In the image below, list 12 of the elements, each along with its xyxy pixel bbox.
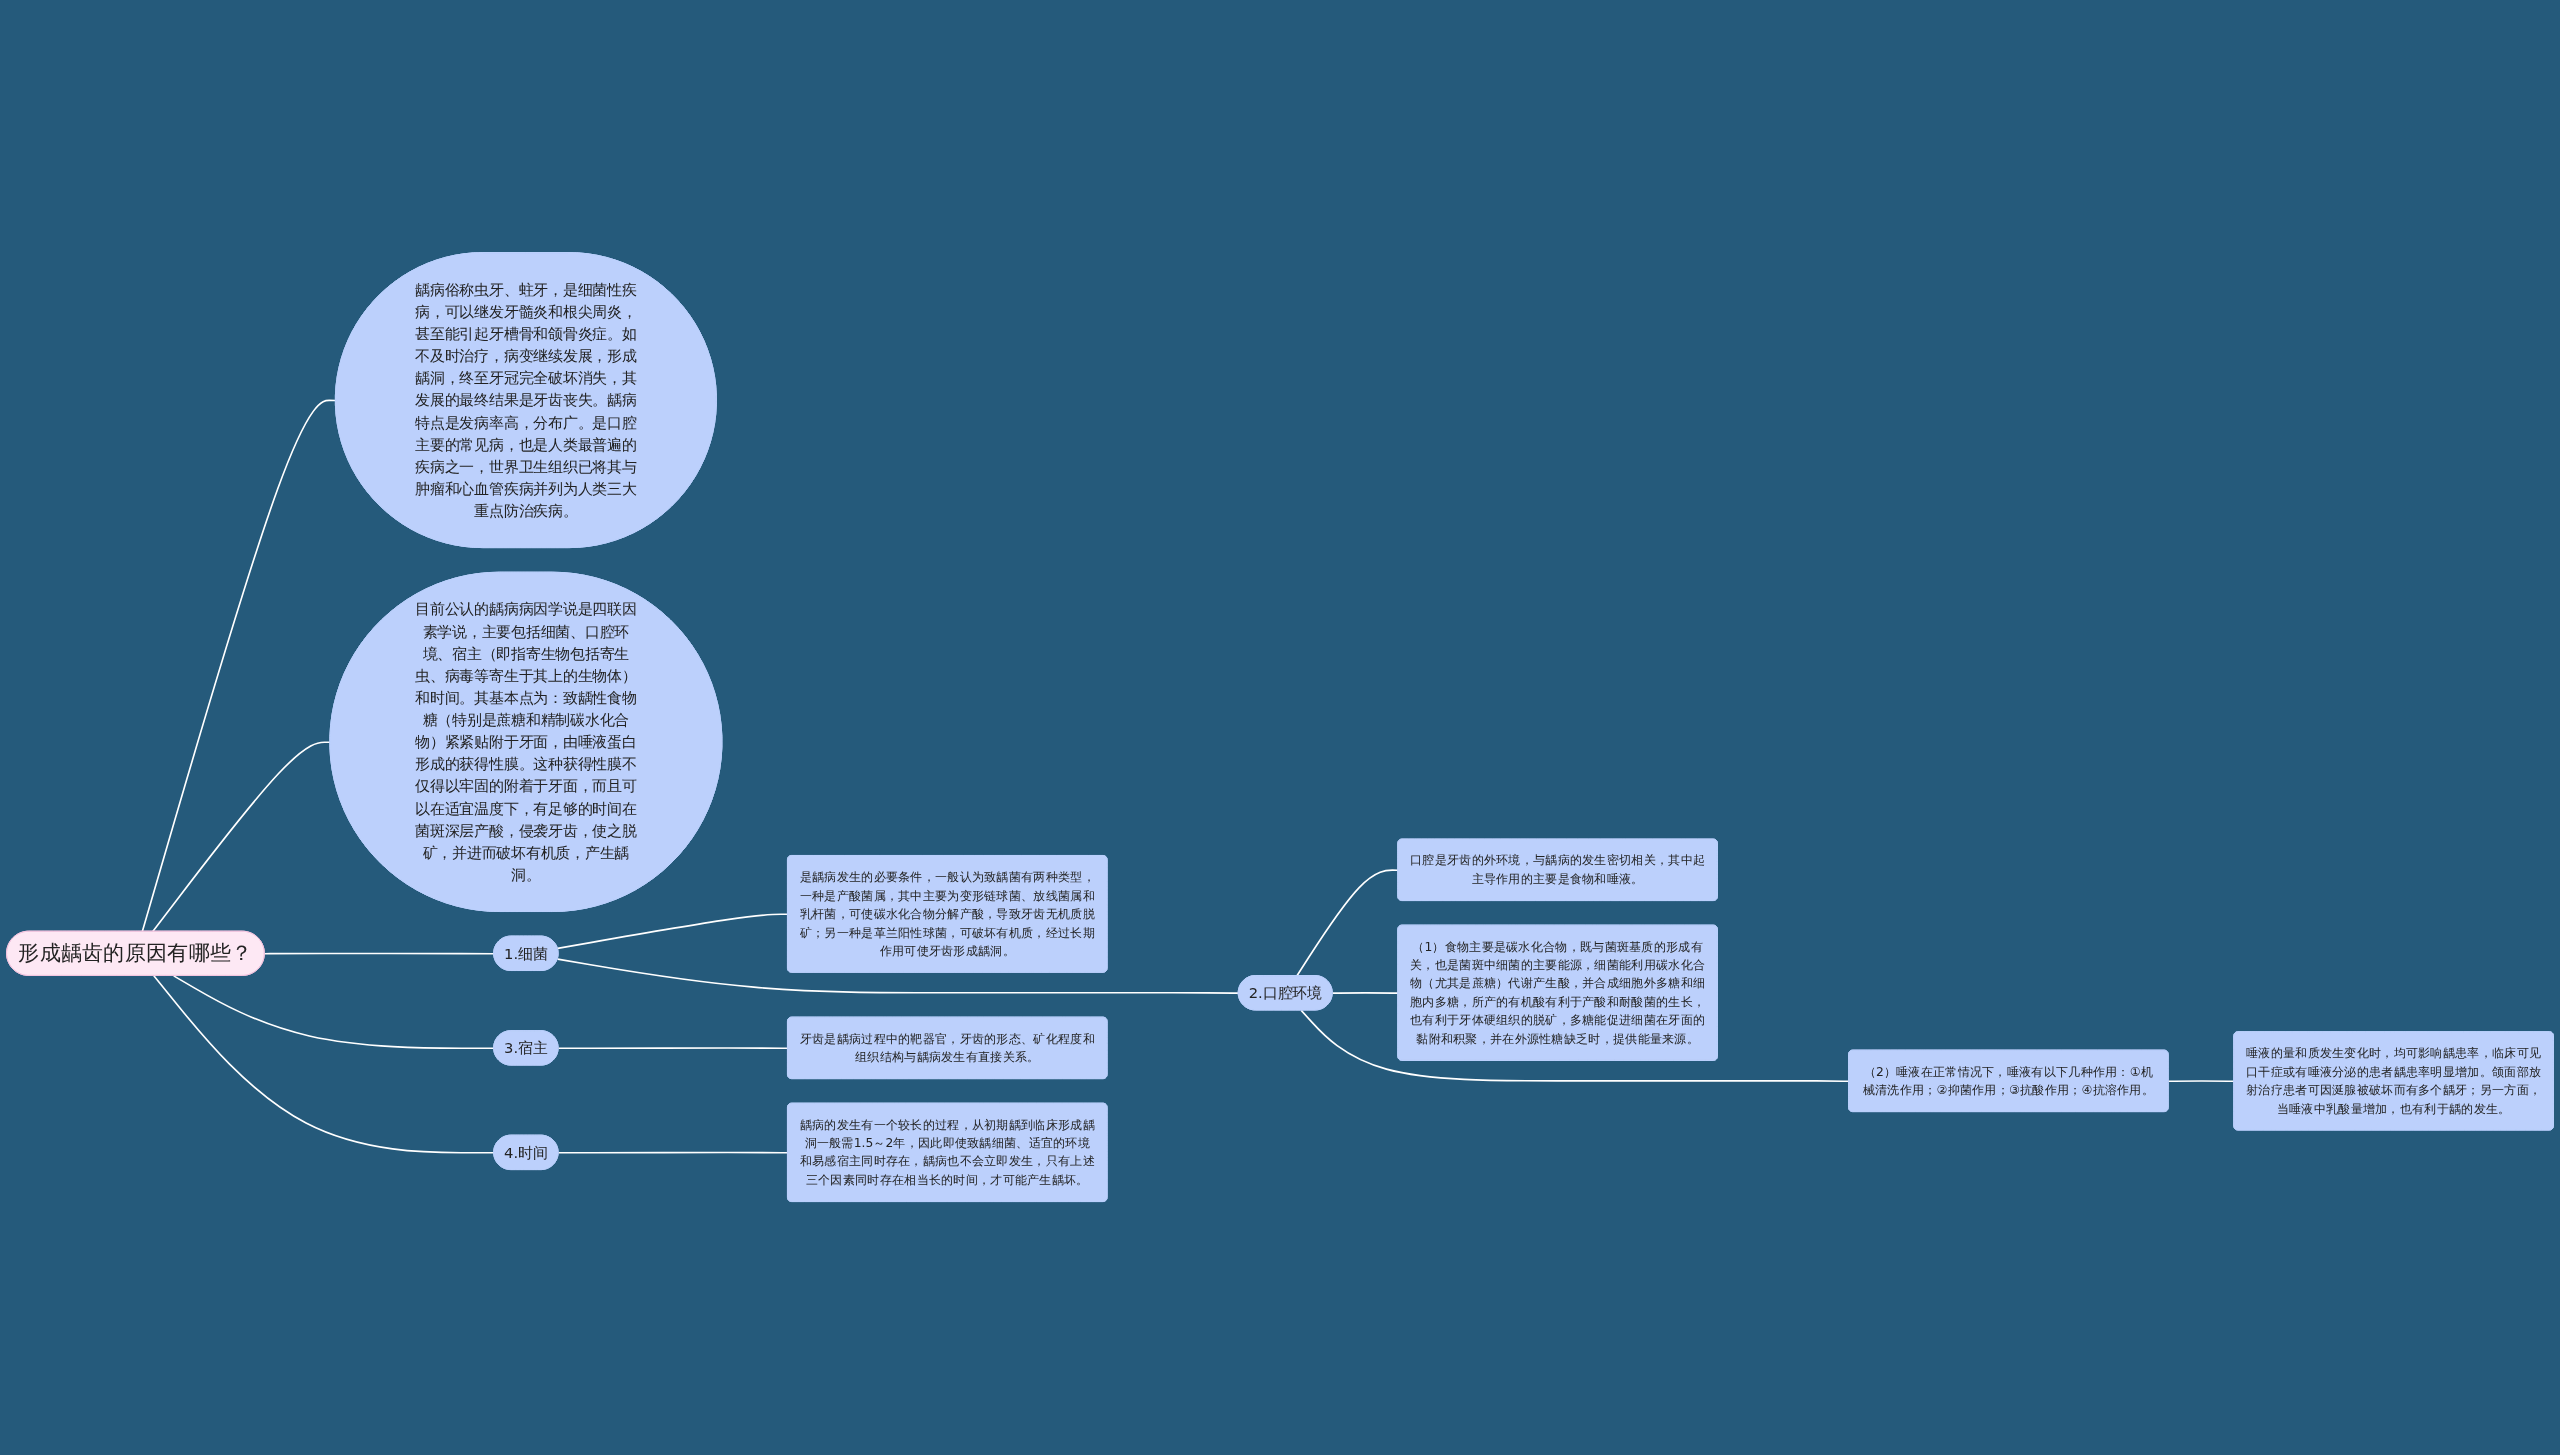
connector — [557, 1047, 789, 1050]
connector — [172, 975, 495, 1050]
connector — [151, 741, 332, 933]
connector — [141, 400, 337, 933]
connector — [556, 958, 1240, 995]
connector — [556, 913, 789, 950]
connector — [557, 1152, 789, 1155]
connector — [1331, 992, 1399, 995]
connector — [2167, 1080, 2235, 1083]
connector — [1300, 1010, 1850, 1083]
connector — [153, 975, 495, 1155]
connector — [263, 953, 495, 955]
